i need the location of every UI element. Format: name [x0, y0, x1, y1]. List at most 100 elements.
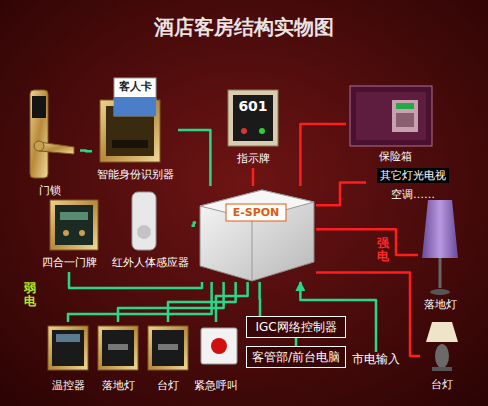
switch-frame: [48, 326, 88, 370]
lock-knob: [34, 141, 44, 151]
device-node: 市电输入: [349, 352, 403, 369]
button-red: [211, 338, 227, 354]
safe-body: [350, 86, 432, 146]
switch-key: [108, 344, 128, 350]
lamp-shade: [426, 322, 458, 342]
device-label: 落地灯: [424, 298, 457, 311]
device-label: 落地灯: [102, 379, 135, 392]
wire-connector: [80, 149, 92, 152]
safe-keypad: [392, 100, 418, 132]
wire-type-label: 强电: [377, 237, 389, 263]
lamp-stem: [439, 258, 442, 288]
wire-connector: [258, 282, 261, 316]
lock-handle: [39, 142, 74, 154]
device-node: 红外人体感应器: [109, 188, 192, 272]
sign-icon: [259, 128, 265, 134]
switch-panels: [48, 326, 188, 370]
device-label: 紧急呼叫: [194, 379, 238, 392]
device-node: 客人卡智能身份识别器: [92, 74, 178, 186]
wire-connector: [252, 168, 255, 186]
emergency-button: [201, 328, 237, 364]
device-label: IGC网络控制器: [255, 320, 336, 334]
card-reader: [32, 96, 46, 118]
lamp-body: [435, 344, 449, 368]
device-label: 指示牌: [237, 152, 270, 165]
plate-display: [60, 212, 88, 220]
device-label: 台灯: [157, 379, 179, 392]
door-lock: [30, 90, 74, 178]
device-node: 四合一门牌: [34, 198, 104, 272]
floor-lamp: [422, 200, 458, 295]
device-node: 台灯: [144, 322, 192, 395]
wire-connector: [192, 222, 197, 225]
wire-connector: [216, 282, 248, 322]
device-node: 落地灯: [94, 322, 142, 395]
wire-connector: [295, 338, 298, 346]
guest-card: [114, 78, 156, 116]
lamp-shade: [422, 200, 458, 258]
sign-panel: [233, 95, 273, 141]
plate-button: [63, 230, 69, 236]
sensor-body: [132, 192, 156, 250]
switch-panel: [152, 330, 184, 366]
wire-connector: [178, 130, 210, 186]
device-node: 保险箱: [346, 82, 444, 166]
sign-icon: [241, 128, 247, 134]
desk-lamp: [426, 322, 458, 371]
wire-type-label: 弱电: [24, 282, 36, 308]
device-label: E-SPON: [233, 206, 280, 219]
card-holder: [100, 78, 160, 162]
device-label: 温控器: [52, 379, 85, 392]
wire-connector: [168, 282, 236, 322]
device-label: 智能身份识别器: [97, 168, 174, 181]
device-label: 空调……: [391, 188, 435, 201]
card-picture: [114, 97, 156, 116]
device-node: 门锁: [20, 82, 80, 200]
safe-box: [350, 86, 432, 146]
device-node: 温控器: [44, 322, 92, 395]
diagram-title: 酒店客房结构实物图: [0, 14, 488, 41]
device-label: 市电输入: [352, 352, 400, 366]
controller-box: [200, 190, 314, 281]
text-box: 客管部/前台电脑: [246, 346, 346, 368]
switch-frame: [148, 326, 188, 370]
plate-button: [79, 230, 85, 236]
device-label: 保险箱: [379, 150, 412, 163]
device-node: 601 指示牌: [226, 88, 280, 168]
indicator-sign: [228, 90, 278, 146]
device-label: 四合一门牌: [42, 256, 97, 269]
ir-sensor: [132, 192, 156, 250]
wire-connector: [316, 229, 418, 255]
safe-door: [356, 92, 426, 140]
wire-connector: [316, 272, 420, 356]
text-box: IGC网络控制器: [246, 316, 346, 338]
sign-frame: [228, 90, 278, 146]
device-text: 601: [238, 98, 267, 115]
wire-connector: [69, 272, 202, 288]
device-node: 其它灯光电视空调……: [366, 168, 460, 204]
switch-frame: [98, 326, 138, 370]
wire-connector: [316, 182, 366, 205]
switch-panel: [52, 330, 84, 366]
device-label: 客管部/前台电脑: [252, 350, 340, 364]
door-plate: [50, 200, 98, 250]
device-label: 红外人体感应器: [112, 256, 189, 269]
wire-connector: [300, 124, 346, 186]
controller-edge: [252, 219, 253, 281]
plate-frame: [50, 200, 98, 250]
controller-body: [200, 190, 314, 281]
device-node: 落地灯: [418, 196, 462, 314]
device-node: E-SPON: [196, 186, 316, 282]
lamp-base: [432, 367, 452, 371]
device-label: 门锁: [39, 184, 61, 197]
sensor-dome: [137, 225, 151, 239]
button-plate: [201, 328, 237, 364]
device-node: 台灯: [420, 318, 464, 394]
safe-keys: [396, 113, 414, 127]
lock-plate: [30, 90, 48, 178]
device-text: 客人卡: [119, 80, 152, 93]
